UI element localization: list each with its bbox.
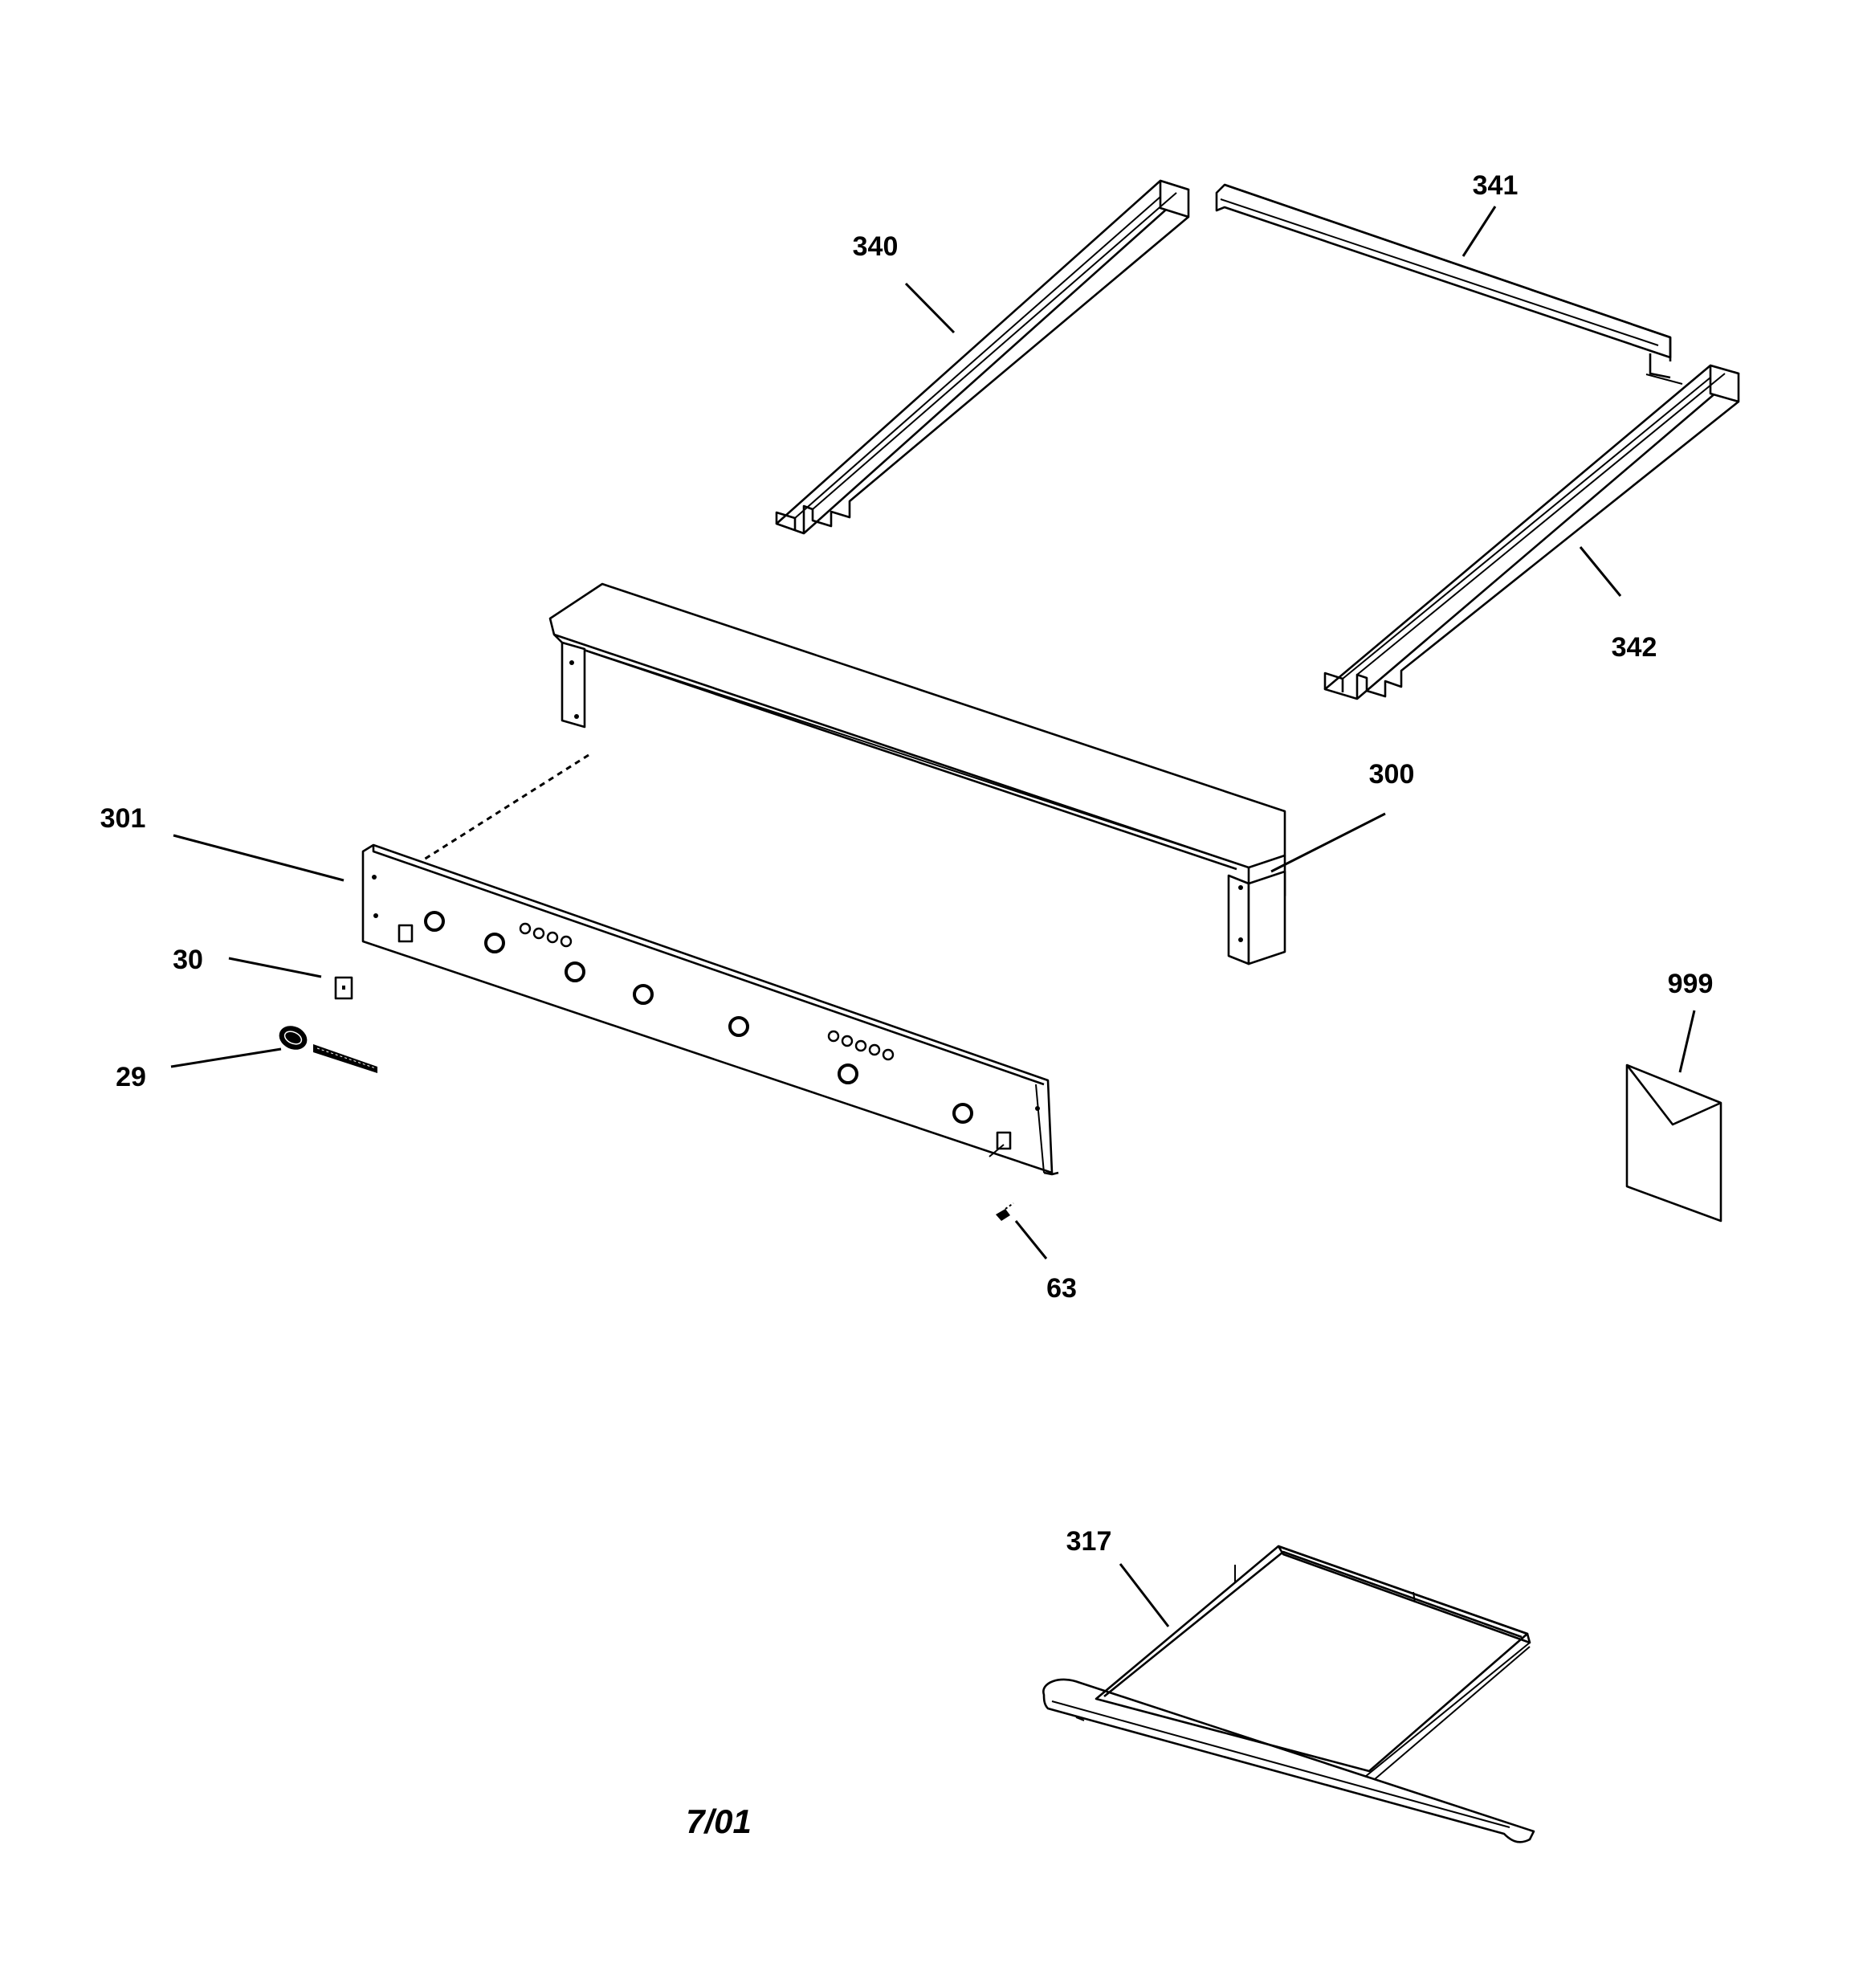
knob-hole [565, 961, 585, 982]
revision-date: 7/01 [686, 1802, 752, 1840]
callout-300: 300 [1369, 759, 1415, 790]
part-317-tray[interactable] [1042, 1545, 1535, 1843]
indicator-hole [546, 931, 559, 944]
leader-lines [170, 206, 1696, 1627]
knob-hole [952, 1103, 973, 1124]
panel-window-right [996, 1131, 1012, 1150]
callout-63: 63 [1046, 1273, 1077, 1304]
part-342-side-trim-right[interactable] [1323, 364, 1740, 700]
indicator-hole [841, 1035, 854, 1047]
indicator-hole [519, 922, 532, 935]
knob-hole [484, 933, 505, 953]
callout-342: 342 [1612, 632, 1657, 663]
indicator-hole [560, 935, 573, 948]
callout-341: 341 [1473, 170, 1519, 201]
alignment-line [423, 753, 589, 861]
callout-340: 340 [853, 231, 899, 262]
callout-29: 29 [116, 1062, 146, 1092]
callout-999: 999 [1668, 969, 1714, 999]
callout-317: 317 [1066, 1526, 1112, 1557]
knob-hole [838, 1063, 858, 1084]
indicator-hole [532, 927, 545, 940]
callout-30: 30 [173, 945, 203, 975]
part-301-control-panel[interactable] [361, 843, 1059, 1176]
panel-window-left [397, 924, 414, 943]
knob-hole [633, 984, 654, 1005]
envelope-icon[interactable] [1625, 1063, 1722, 1223]
part-300-backguard-frame[interactable] [548, 582, 1286, 965]
indicator-hole [854, 1039, 867, 1052]
nameplate-badge-icon[interactable] [275, 1022, 377, 1073]
screw-icon[interactable] [996, 1202, 1014, 1221]
knob-hole [728, 1016, 749, 1037]
indicator-hole [882, 1048, 895, 1061]
indicator-hole [868, 1043, 881, 1056]
indicator-hole [827, 1030, 840, 1043]
knob-hole [424, 911, 445, 932]
part-30-clip[interactable] [334, 976, 353, 1000]
callout-301: 301 [100, 803, 146, 834]
part-340-side-trim-left[interactable] [775, 179, 1190, 535]
part-341-back-trim[interactable] [1215, 183, 1672, 379]
